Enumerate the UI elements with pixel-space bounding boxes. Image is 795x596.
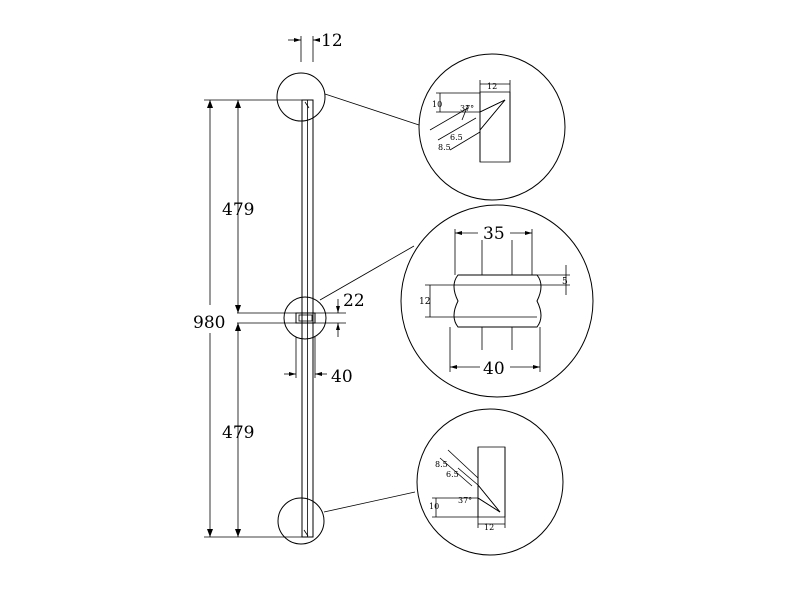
detail-middle [400,204,594,398]
detail-bottom-height: 10 [429,502,439,511]
detail-bottom [416,408,564,556]
detail-bottom-depth-a: 6.5 [446,470,459,479]
detail-middle-height: 12 [419,297,430,307]
detail-bottom-depth-b: 8.5 [435,460,448,469]
detail-top-width: 12 [487,82,497,91]
detail-top-depth-b: 8.5 [438,143,451,152]
detail-bottom-angle: 37° [458,496,472,505]
detail-top-circle [418,53,566,201]
detail-top-angle: 37° [460,104,474,113]
dim-slider-height: 22 [343,291,365,311]
detail-bottom-width: 12 [484,523,494,532]
dim-total-length: 980 [193,313,225,333]
detail-top-height: 10 [432,100,442,109]
slide-rail [237,72,346,545]
detail-middle-groove: 5 [562,277,568,287]
detail-top-depth-a: 6.5 [450,133,463,142]
bottom-end-circle [277,497,325,545]
slider-profile [453,274,542,328]
dim-upper-span: 479 [222,200,254,220]
slider-circle [283,296,327,340]
detail-middle-circle [400,204,594,398]
detail-middle-inner-width: 35 [483,224,505,244]
dim-slider-width: 40 [331,367,353,387]
dim-lower-span: 479 [222,423,254,443]
detail-middle-outer-width: 40 [483,359,505,379]
detail-bottom-circle [416,408,564,556]
leader-lines [319,93,420,513]
dim-top-width: 12 [321,31,343,51]
dimension-lines [204,36,340,538]
detail-top [418,53,566,201]
top-end-circle [276,72,326,122]
